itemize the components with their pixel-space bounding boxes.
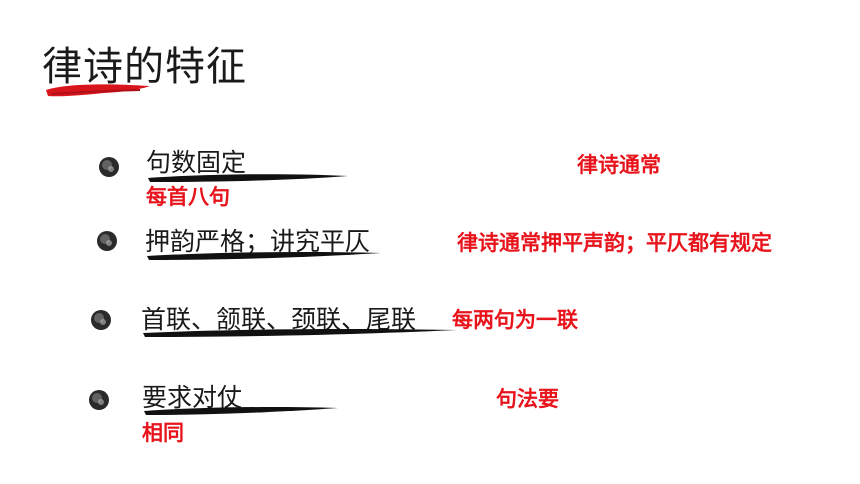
note-line-b: 相同 [142,421,184,445]
note-line-a: 律诗通常 [577,153,661,177]
note-couplets: 每两句为一联 [452,308,578,332]
item-brush-stroke [143,329,457,337]
item-brush-stroke [147,252,381,260]
slide-title: 律诗的特征 [42,44,247,90]
ink-dot-bullet-icon [97,231,117,251]
item-sentence-count: 句数固定 [146,148,247,177]
note-rhyme-tone: 律诗通常押平声韵；平仄都有规定 [457,231,772,255]
note-line-b: 每首八句 [146,185,230,209]
item-brush-stroke [144,407,338,415]
item-parallelism: 要求对仗 [142,383,243,412]
note-line-a: 句法要 [496,387,559,411]
ink-dot-bullet-icon [91,310,111,330]
ink-dot-bullet-icon [89,390,109,410]
item-rhyme-tone: 押韵严格；讲究平仄 [145,227,371,256]
item-brush-stroke [148,174,348,182]
title-brush-stroke [46,84,150,97]
ink-dot-bullet-icon [99,157,119,177]
